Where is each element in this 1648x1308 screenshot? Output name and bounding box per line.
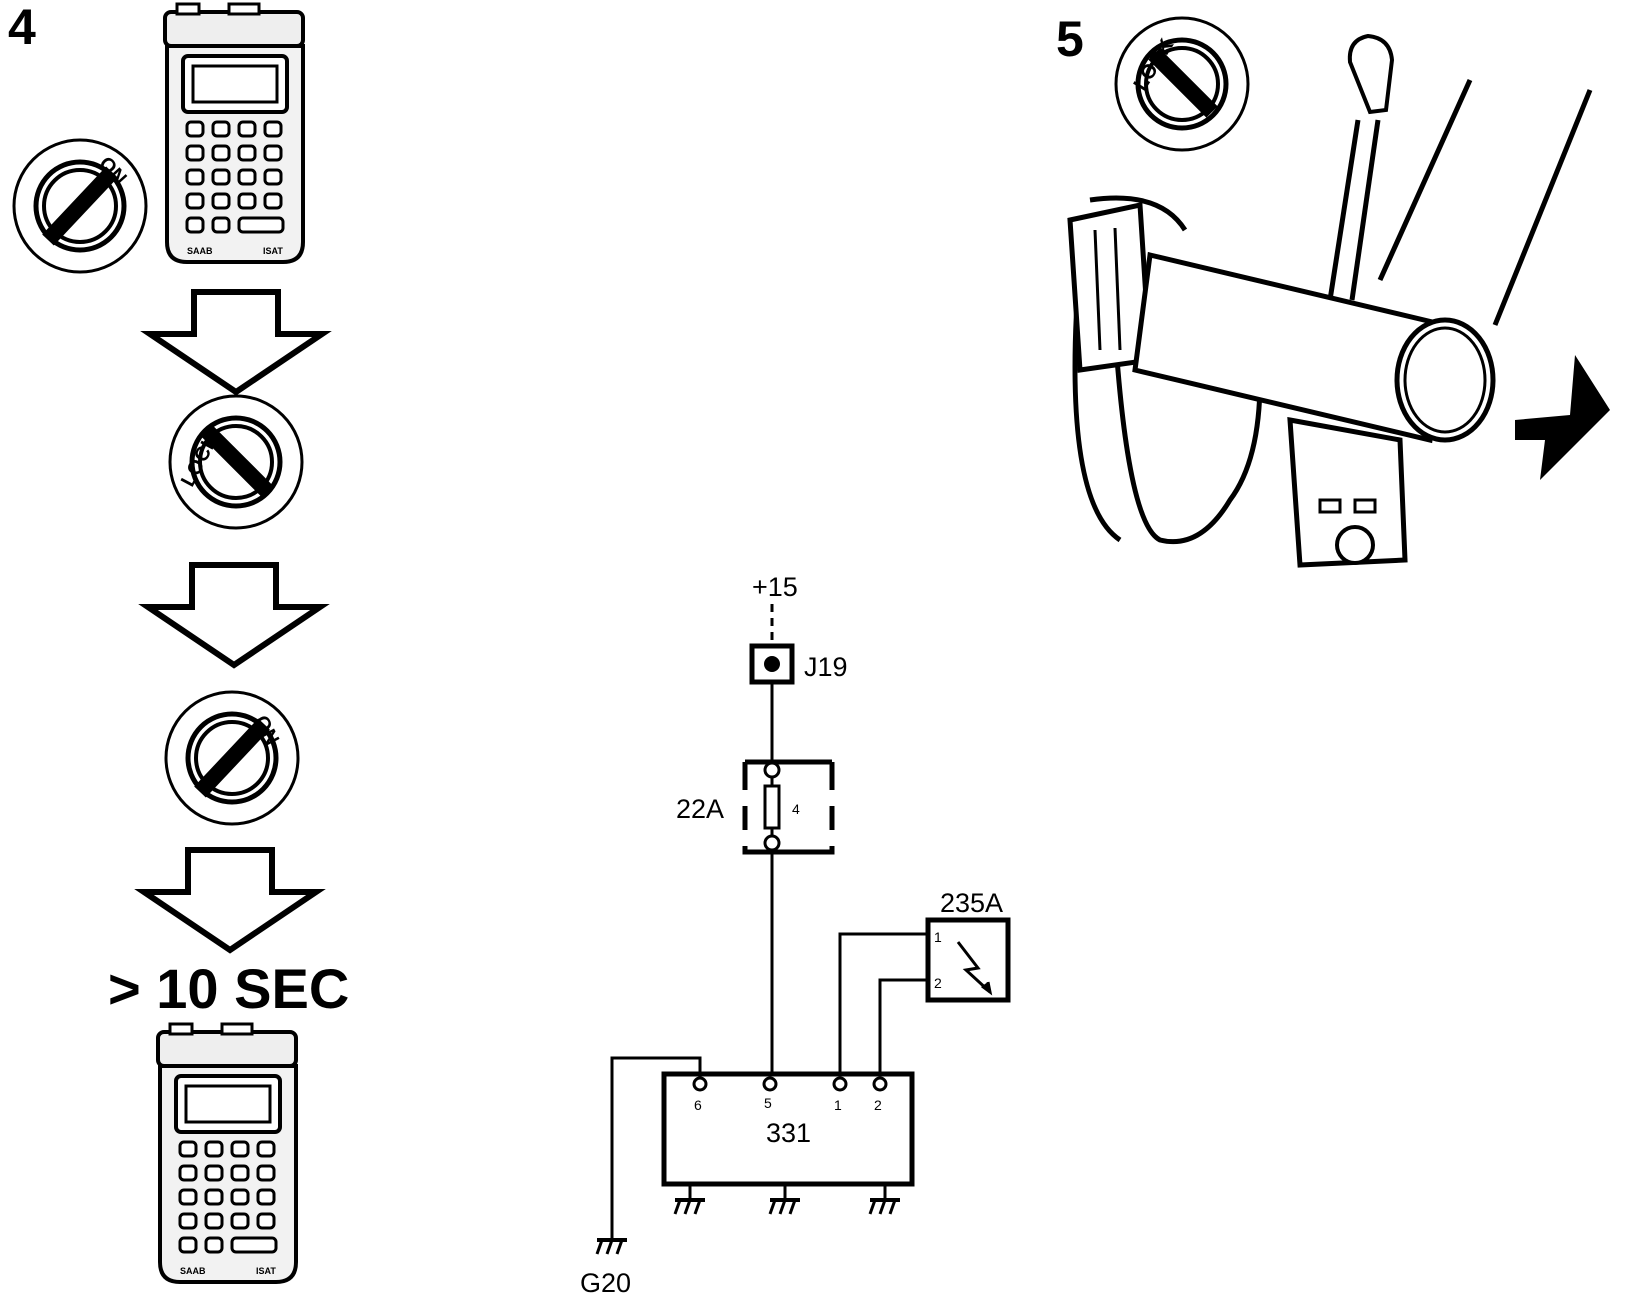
connector-label-j19: J19 [804, 652, 848, 682]
tester-brand-left: SAAB [187, 246, 213, 256]
fuse-box-label-22a: 22A [676, 794, 724, 824]
tester-keypad [185, 120, 285, 234]
down-arrow-2 [148, 565, 320, 665]
top-tester: SAAB ISAT [163, 2, 305, 264]
step-4-number: 4 [8, 0, 36, 55]
steering-column-illustration [1067, 33, 1593, 568]
component-label-235a: 235A [940, 888, 1003, 918]
ignition-lock-icon: LOCK [1116, 18, 1248, 150]
tester-brand-right: ISAT [256, 1266, 276, 1276]
ground-symbol [768, 1198, 802, 1216]
down-arrow-3 [144, 850, 316, 950]
component-pin-2: 2 [934, 975, 942, 991]
step-5-number: 5 [1056, 11, 1084, 67]
module-pin-label: 2 [874, 1097, 882, 1113]
ignition-on-icon: ON [14, 140, 146, 272]
tester-keypad [178, 1140, 278, 1254]
component-pin-1: 1 [934, 929, 942, 945]
fuse-number: 4 [792, 801, 800, 817]
pull-direction-arrow [1515, 355, 1610, 480]
bottom-tester: SAAB ISAT [156, 1022, 298, 1284]
tester-brand-right: ISAT [263, 246, 283, 256]
module-pin-label: 6 [694, 1097, 702, 1113]
supply-label: +15 [752, 572, 798, 602]
module-pin-label: 1 [834, 1097, 842, 1113]
ground-label-g20: G20 [580, 1268, 631, 1298]
tester-brand-left: SAAB [180, 1266, 206, 1276]
fuse-box-22a [742, 759, 835, 855]
duration-label: > 10 SEC [108, 957, 349, 1020]
ignition-on-icon: ON [166, 692, 298, 824]
ground-symbol [673, 1198, 707, 1216]
down-arrow-1 [150, 292, 322, 392]
ground-symbol-g20 [595, 1238, 629, 1256]
component-235a-box [925, 917, 1011, 1003]
module-pin-label: 5 [764, 1095, 772, 1111]
ground-symbol [868, 1198, 902, 1216]
ignition-lock-icon: LOCK [170, 396, 302, 528]
module-331-box [661, 1071, 915, 1187]
wiring-diagram [610, 604, 1011, 1240]
module-label-331: 331 [766, 1118, 811, 1148]
